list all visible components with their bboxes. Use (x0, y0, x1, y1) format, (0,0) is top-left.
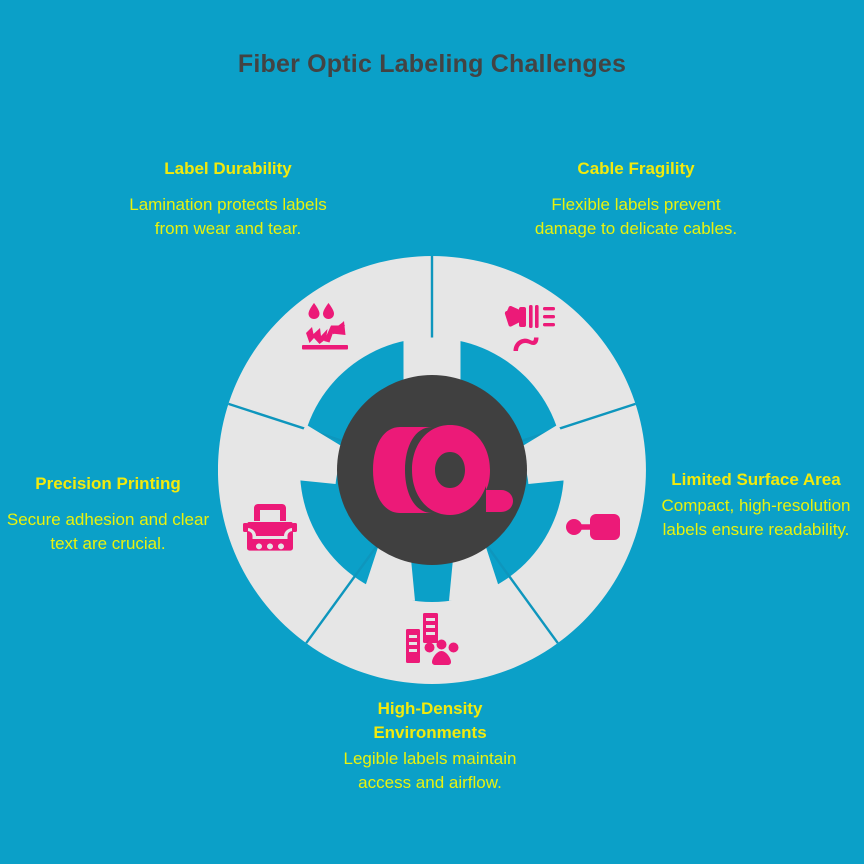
segment-body-precision-printing: Secure adhesion and clear text are cruci… (6, 510, 210, 553)
segment-body-limited-surface-area: Compact, high-resolution labels ensure r… (661, 496, 851, 539)
segment-heading-precision-printing: Precision Printing (35, 474, 181, 493)
segment-body-cable-fragility: Flexible labels prevent damage to delica… (534, 195, 738, 238)
inner-accent-arcs (288, 337, 576, 601)
segment-heading-cable-fragility: Cable Fragility (577, 159, 695, 178)
page-title: Fiber Optic Labeling Challenges (237, 50, 627, 78)
server-rack-icon (404, 611, 460, 667)
toolbox-icon (243, 500, 297, 554)
segment-body-high-density-environments: Legible labels maintain access and airfl… (343, 749, 517, 792)
segment-heading-high-density-environments: High-Density Environments (373, 699, 487, 742)
segment-label-label-durability: Label Durability Lamination protects lab… (120, 157, 336, 241)
tape-roll-icon (373, 425, 513, 515)
segment-label-precision-printing: Precision Printing Secure adhesion and c… (2, 472, 214, 556)
fiber-connector-icon (504, 299, 560, 355)
label-tag-icon (566, 505, 622, 549)
segment-label-high-density-environments: High-Density Environments Legible labels… (324, 697, 536, 795)
segment-label-limited-surface-area: Limited Surface Area Compact, high-resol… (652, 468, 860, 542)
segment-heading-limited-surface-area: Limited Surface Area (671, 470, 841, 489)
segment-label-cable-fragility: Cable Fragility Flexible labels prevent … (528, 157, 744, 241)
segment-body-label-durability: Lamination protects labels from wear and… (129, 195, 327, 238)
ring-diagram (218, 256, 646, 684)
water-resistant-icon (300, 299, 356, 355)
segment-heading-label-durability: Label Durability (164, 159, 292, 178)
